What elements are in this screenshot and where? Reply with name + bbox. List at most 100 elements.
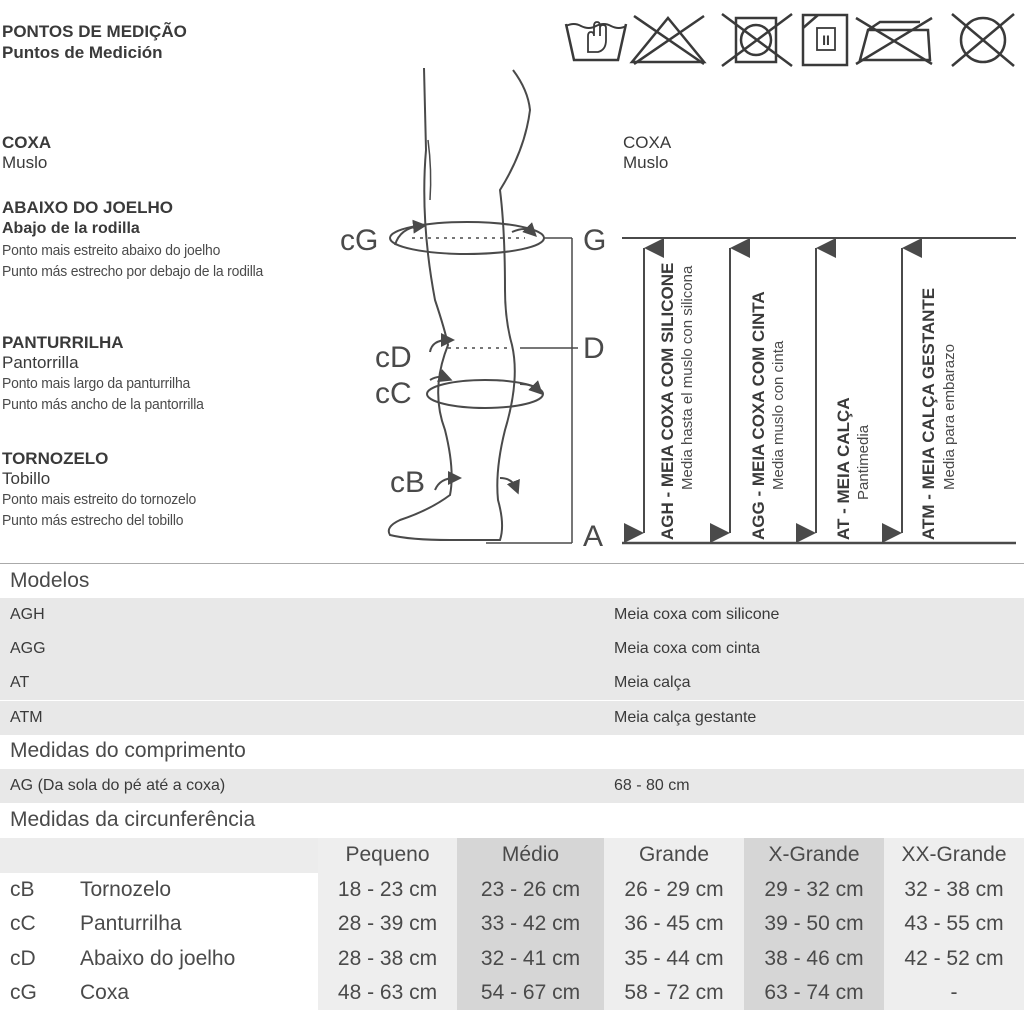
measure-value: 23 - 26 cm (480, 877, 581, 901)
circunferencia-table: Pequeno Médio Grande X-Grande XX-Grande cB Tor… (0, 838, 1024, 1010)
ankle-label-es: Tobillo (2, 469, 51, 488)
measure-value: 32 - 41 cm (480, 946, 581, 970)
model-sub-at: Pantimedia (855, 424, 872, 500)
measure-value: 35 - 44 cm (624, 946, 724, 970)
measure-value: 29 - 32 cm (764, 877, 864, 901)
measure-value: 32 - 38 cm (904, 877, 1004, 901)
circumference-rings (389, 219, 545, 495)
measure-value: 63 - 74 cm (764, 981, 864, 1004)
header-title-es: Puntos de Medición (2, 43, 163, 62)
modelo-code: ATM (10, 708, 43, 726)
measure-value: 33 - 42 cm (480, 912, 581, 935)
modelo-desc: Meia coxa com cinta (614, 640, 760, 658)
letter-label-g: G (583, 224, 606, 257)
measure-value: 42 - 52 cm (904, 946, 1004, 970)
modelo-code: AGG (10, 640, 46, 658)
ankle-note-pt: Ponto mais estreito do tornozelo (2, 491, 197, 508)
point-label-cb: cB (390, 466, 425, 499)
point-label-cd: cD (375, 341, 412, 374)
modelo-desc: Meia calça (614, 674, 691, 692)
letter-label-a: A (583, 520, 603, 553)
col-bg-xgrande (744, 838, 884, 1010)
model-label-agh: AGH - MEIA COXA COM SILICONE (658, 263, 677, 540)
thigh-label-group: COXA Muslo (2, 133, 51, 173)
measure-value: 36 - 45 cm (624, 912, 724, 935)
ankle-label-pt: TORNOZELO (2, 449, 109, 468)
model-label-agg: AGG - MEIA COXA COM CINTA (749, 291, 768, 540)
measure-code: cG (10, 981, 37, 1004)
knee-label-es: Abajo de la rodilla (2, 220, 140, 237)
measure-value: 18 - 23 cm (337, 877, 438, 901)
measure-value: - (950, 981, 958, 1004)
no-bleach-icon (629, 14, 707, 66)
comprimento-value: 68 - 80 cm (614, 777, 690, 794)
point-label-cg: cG (340, 224, 378, 257)
measure-code: cD (10, 946, 36, 970)
size-header: XX-Grande (901, 843, 1007, 866)
measure-code: cC (10, 912, 36, 935)
size-header: X-Grande (768, 843, 860, 866)
modelos-row: AT Meia calça (0, 666, 1024, 701)
comprimento-title: Medidas do comprimento (10, 739, 246, 762)
knee-label-group: ABAIXO DO JOELHO Abajo de la rodilla Pon… (2, 198, 283, 282)
line-dry-text: II (822, 32, 830, 48)
circunferencia-title: Medidas da circunferência (10, 808, 256, 831)
ankle-label-group: TORNOZELO Tobillo Ponto mais estreito do… (2, 449, 211, 531)
modelos-row: AGH Meia coxa com silicone (0, 598, 1024, 632)
model-label-atm: ATM - MEIA CALÇA GESTANTE (919, 288, 938, 540)
model-sub-atm: Media para embarazo (941, 344, 958, 490)
care-icons: II (564, 12, 1015, 68)
header-left-bg (0, 838, 318, 873)
calf-label-es: Pantorrilla (2, 353, 79, 372)
calf-label-pt: PANTURRILHA (2, 333, 124, 352)
header-title-pt: PONTOS DE MEDIÇÃO (2, 22, 187, 41)
measure-name: Tornozelo (80, 877, 172, 901)
calf-label-group: PANTURRILHA Pantorrilla Ponto mais largo… (2, 333, 219, 415)
no-dry-clean-icon (951, 13, 1015, 67)
col-bg-pequeno (318, 838, 457, 1010)
measure-value: 26 - 29 cm (624, 877, 724, 901)
modelo-code: AT (10, 674, 30, 692)
modelos-row: AGG Meia coxa com cinta (0, 632, 1024, 667)
comprimento-row: AG (Da sola do pé até a coxa) 68 - 80 cm (0, 769, 1024, 803)
table-top-divider (0, 563, 1024, 564)
knee-note-es: Punto más estrecho por debajo de la rodi… (2, 263, 264, 280)
height-bracket (486, 237, 578, 544)
model-sub-agg: Media muslo con cinta (770, 340, 787, 490)
letter-label-d: D (583, 332, 605, 365)
modelo-desc: Meia coxa com silicone (614, 606, 780, 623)
calf-note-pt: Ponto mais largo da panturrilha (2, 375, 191, 392)
ankle-note-es: Punto más estrecho del tobillo (2, 512, 184, 529)
measure-name: Coxa (80, 981, 130, 1004)
measure-value: 54 - 67 cm (480, 981, 581, 1004)
measure-value: 43 - 55 cm (904, 912, 1004, 935)
model-label-at: AT - MEIA CALÇA (834, 397, 853, 540)
knee-note-pt: Ponto mais estreito abaixo do joelho (2, 242, 221, 259)
measure-value: 28 - 39 cm (337, 912, 438, 935)
calf-note-es: Punto más ancho de la pantorrilla (2, 396, 204, 413)
modelo-code: AGH (10, 606, 45, 623)
measure-value: 28 - 38 cm (337, 946, 438, 970)
point-label-cc: cC (375, 377, 412, 410)
thigh-label-pt: COXA (2, 133, 52, 152)
col-bg-xxgrande (884, 838, 1024, 1010)
diagram-thigh-label-es: Muslo (623, 153, 669, 172)
measure-value: 58 - 72 cm (624, 981, 724, 1004)
col-bg-medio (457, 838, 604, 1010)
col-bg-grande (604, 838, 744, 1010)
model-sub-agh: Media hasta el muslo con silicona (679, 265, 696, 490)
model-arrows (624, 238, 922, 543)
hand-wash-icon (564, 21, 628, 62)
size-header: Médio (501, 843, 560, 866)
size-header: Pequeno (345, 843, 430, 866)
comprimento-label: AG (Da sola do pé até a coxa) (10, 777, 226, 794)
size-header: Grande (638, 843, 710, 866)
knee-label-pt: ABAIXO DO JOELHO (2, 198, 173, 217)
diagram-thigh-label: COXA Muslo (623, 133, 671, 173)
measure-code: cB (10, 877, 35, 901)
measure-name: Abaixo do joelho (80, 946, 236, 970)
measure-value: 48 - 63 cm (337, 981, 438, 1004)
measure-name: Panturrilha (80, 912, 182, 935)
no-tumble-dry-icon (721, 12, 793, 68)
